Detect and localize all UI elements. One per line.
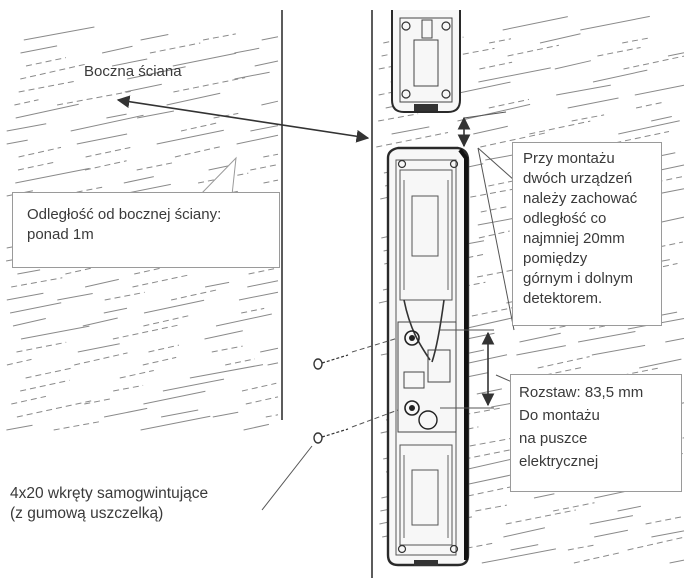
screws-pointer-line — [261, 445, 313, 511]
side-wall-callout-pointer — [199, 156, 237, 196]
two-devices-callout: Przy montażu dwóch urządzeń należy zacho… — [512, 142, 662, 326]
screw-lower — [313, 428, 349, 444]
spacing-callout: Rozstaw: 83,5 mm Do montażu na puszce el… — [510, 374, 682, 492]
lower-detector — [386, 146, 470, 567]
side-wall-distance-callout: Odległość od bocznej ściany: ponad 1m — [12, 192, 280, 268]
screw-upper — [313, 354, 349, 370]
side-wall-distance-arrow — [116, 95, 370, 143]
side-wall-label: Boczna ściana — [84, 63, 182, 80]
upper-detector — [391, 10, 461, 113]
screws-label: 4x20 wkręty samogwintujące (z gumową usz… — [10, 485, 209, 522]
